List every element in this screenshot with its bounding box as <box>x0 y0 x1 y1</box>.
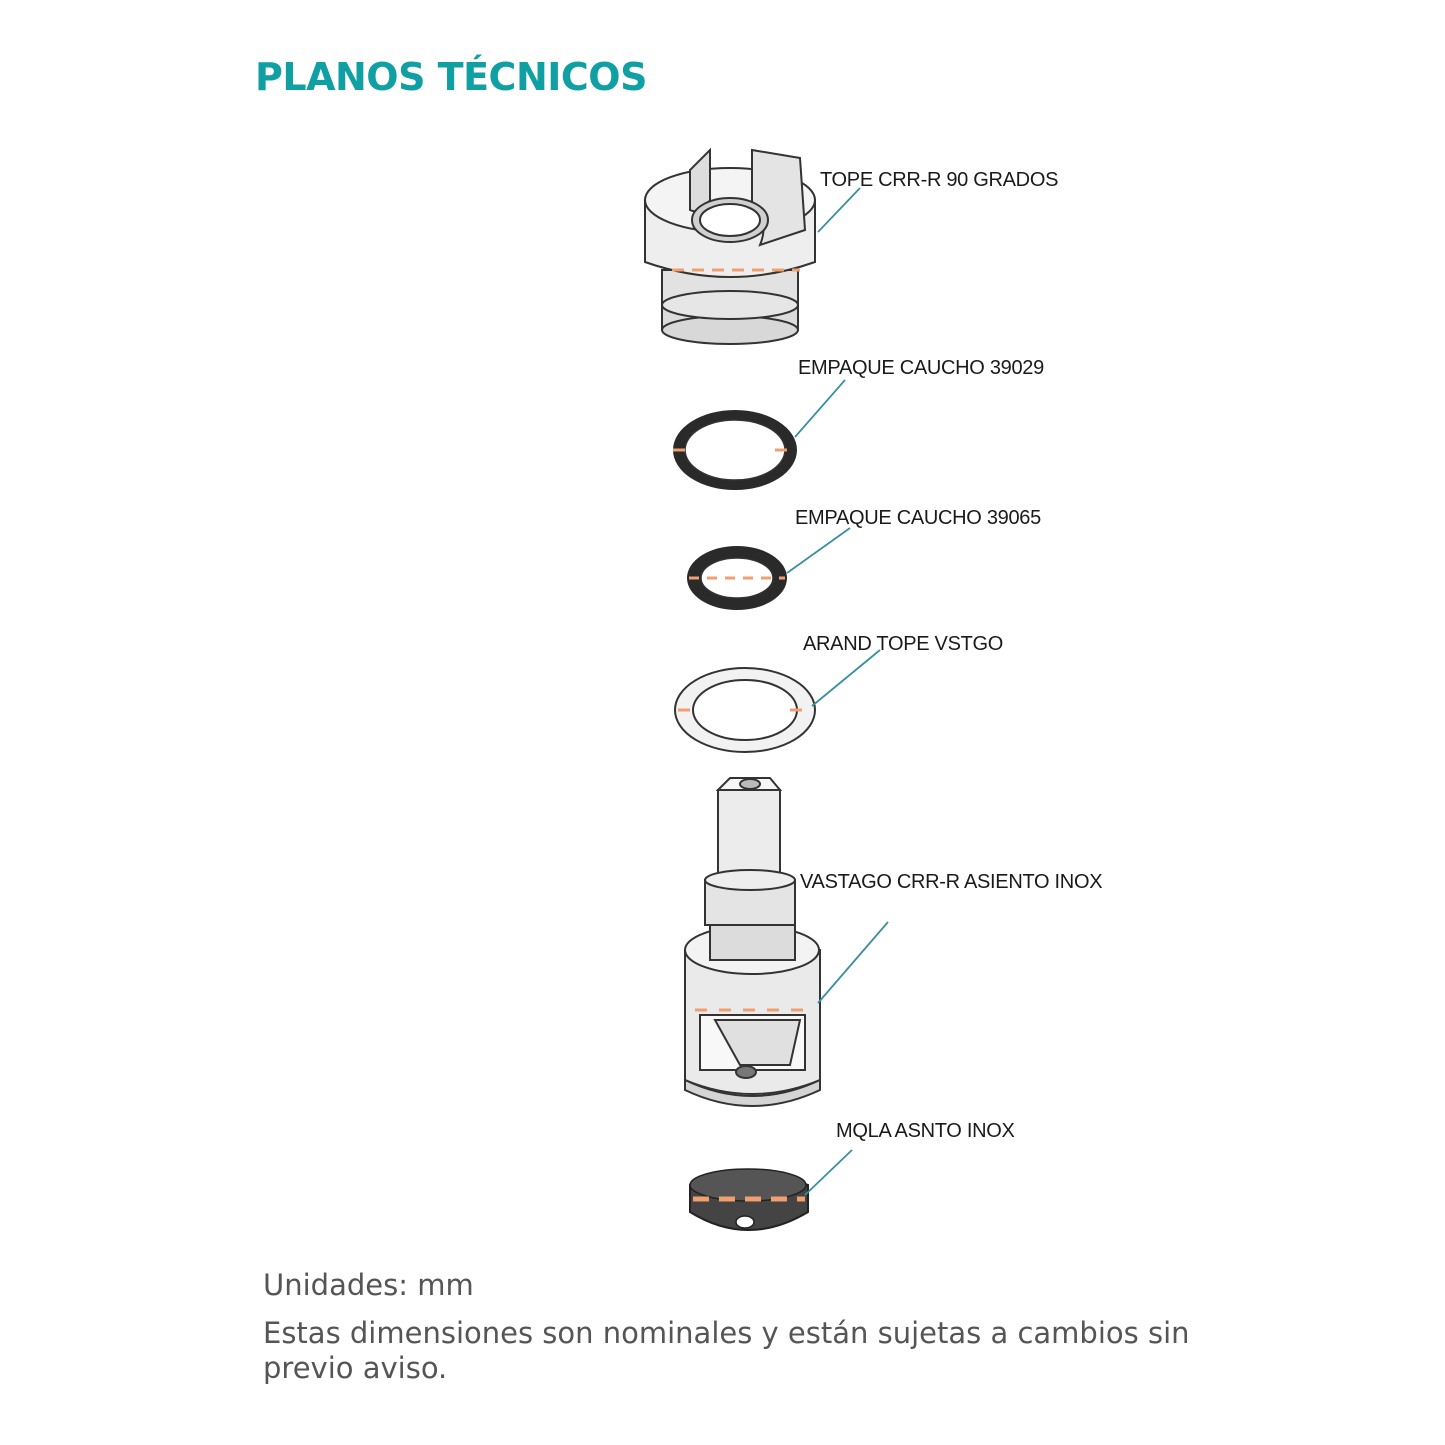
leader-line <box>817 921 889 1004</box>
page-title: PLANOS TÉCNICOS <box>255 55 647 99</box>
part-label-vastago: VASTAGO CRR-R ASIENTO INOX <box>800 871 1103 893</box>
part-label-arandela: ARAND TOPE VSTGO <box>803 633 1004 655</box>
stop-cap-90-icon <box>644 147 816 345</box>
leader-lines <box>786 187 889 1196</box>
units-note: Unidades: mm <box>263 1268 474 1302</box>
stem-washer-icon <box>674 667 816 753</box>
rubber-gasket-large-icon <box>673 410 797 490</box>
part-label-empaque-39029: EMPAQUE CAUCHO 39029 <box>798 357 1044 379</box>
leader-line <box>804 1149 853 1196</box>
disclaimer-note: Estas dimensiones son nominales y están … <box>263 1316 1190 1385</box>
stem-seat-icon <box>684 777 821 1107</box>
leader-line <box>817 187 861 233</box>
leader-line <box>786 527 851 574</box>
part-label-mqla: MQLA ASNTO INOX <box>836 1120 1015 1142</box>
part-label-empaque-39065: EMPAQUE CAUCHO 39065 <box>795 507 1041 529</box>
seat-disc-icon <box>689 1168 809 1231</box>
leader-line <box>811 649 881 707</box>
rubber-gasket-small-icon <box>687 546 787 610</box>
leader-line <box>794 379 846 438</box>
part-label-tope: TOPE CRR-R 90 GRADOS <box>820 169 1059 191</box>
